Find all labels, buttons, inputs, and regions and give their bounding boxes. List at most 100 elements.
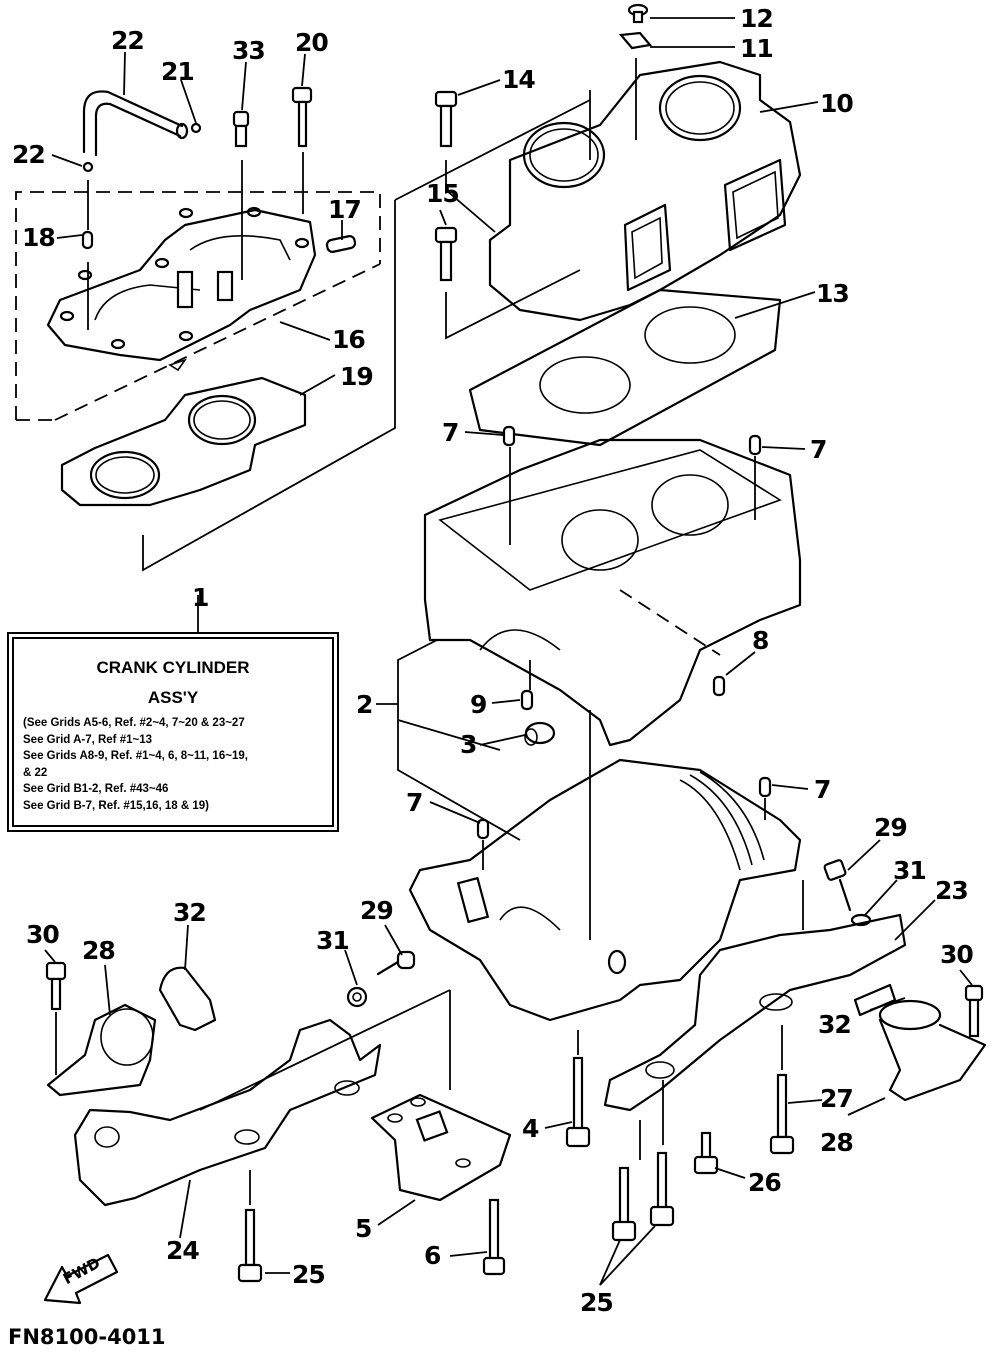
part-7-dowel — [748, 434, 762, 456]
part-33-fitting — [232, 110, 250, 280]
callout-9: 9 — [470, 690, 487, 719]
part-28-mount — [46, 1003, 157, 1097]
part-22-clamp — [190, 122, 202, 134]
grid-reference-line: See Grid B1-2, Ref. #43~46 — [23, 783, 169, 795]
callout-30: 30 — [940, 940, 974, 969]
callout-11: 11 — [740, 34, 774, 63]
callout-15: 15 — [426, 179, 460, 208]
callout-25: 25 — [292, 1260, 326, 1289]
part-21-hose — [82, 90, 184, 157]
part-24-bracket — [73, 1018, 382, 1207]
grid-reference-notes: (See Grids A5-6, Ref. #2~4, 7~20 & 23~27… — [23, 715, 332, 814]
part-22-clamp — [82, 161, 94, 173]
part-2-upper-crankcase — [423, 438, 802, 747]
drawing-code: FN8100-4011 — [8, 1325, 166, 1349]
part-12-screw — [627, 3, 649, 24]
part-19-gasket — [60, 376, 307, 507]
part-28-mount — [878, 999, 987, 1102]
callout-27: 27 — [820, 1084, 854, 1113]
callout-7: 7 — [810, 435, 827, 464]
callout-31: 31 — [893, 856, 927, 885]
callout-7: 7 — [406, 788, 423, 817]
grid-reference-line: See Grids A8-9, Ref. #1~4, 6, 8~11, 16~1… — [23, 750, 248, 762]
callout-21: 22 — [111, 26, 145, 55]
lower-crankcase — [408, 758, 802, 1022]
part-4-bolt — [565, 1030, 591, 1148]
callout-18: 18 — [22, 223, 56, 252]
callout-8: 8 — [752, 626, 769, 655]
grid-reference-line: (See Grids A5-6, Ref. #2~4, 7~20 & 23~27 — [23, 717, 245, 729]
gasket-group-bracket — [142, 99, 591, 572]
callout-29: 29 — [360, 896, 394, 925]
callout-13: 13 — [816, 279, 850, 308]
callout-6: 6 — [424, 1241, 441, 1270]
part-31-washer — [346, 986, 368, 1008]
part-13-gasket — [468, 288, 782, 447]
part-7-dowel — [758, 776, 772, 798]
part-32-plate — [158, 966, 217, 1032]
part-25-bolt — [649, 1151, 675, 1227]
callout-24: 24 — [166, 1236, 200, 1265]
callout-3: 3 — [460, 730, 477, 759]
callout-1: 1 — [192, 583, 209, 612]
callout-26: 26 — [748, 1168, 782, 1197]
callout-4: 4 — [522, 1114, 539, 1143]
callout-10: 10 — [820, 89, 854, 118]
part-7-dowel — [502, 425, 516, 447]
part-11-clip — [618, 31, 653, 140]
part-5-mount — [370, 1093, 512, 1202]
part-6-bolt — [482, 1198, 506, 1276]
callout-33: 33 — [232, 36, 266, 65]
assembly-info-box: CRANK CYLINDER ASS'Y (See Grids A5-6, Re… — [7, 632, 339, 832]
part-25-bolt — [611, 1166, 637, 1242]
callout-20: 20 — [295, 28, 329, 57]
part-10-cylinder — [488, 60, 802, 322]
part-26-bolt — [693, 1131, 719, 1175]
part-15-bolt — [434, 226, 581, 340]
callout-16: 16 — [332, 325, 366, 354]
forward-arrow-icon — [43, 1253, 119, 1305]
callout-25: 25 — [580, 1288, 614, 1317]
callout-7: 7 — [442, 418, 459, 447]
callout-28: 28 — [82, 936, 116, 965]
part-27-bolt — [769, 1025, 795, 1155]
part-30-bolt — [964, 984, 984, 1038]
callout-30: 30 — [26, 920, 60, 949]
part-18-pin — [81, 230, 94, 250]
part-7-dowel — [476, 818, 490, 840]
part-29-bolt — [823, 859, 852, 912]
grid-reference-line: & 22 — [23, 766, 48, 779]
callout-7: 7 — [814, 775, 831, 804]
callout-12: 12 — [740, 4, 774, 33]
callout-31: 31 — [316, 926, 350, 955]
callout-17: 17 — [328, 195, 362, 224]
part-30-bolt — [45, 961, 67, 1075]
callout-22: 22 — [12, 140, 46, 169]
part-16-cover — [46, 206, 317, 372]
callout-2: 2 — [356, 690, 373, 719]
part-32-plate — [853, 983, 897, 1017]
callout-32: 32 — [173, 898, 207, 927]
part-9-dowel — [520, 689, 534, 711]
callout-19: 19 — [340, 362, 374, 391]
part-3-bearing — [524, 721, 556, 746]
assembly-title: CRANK CYLINDER — [96, 658, 250, 677]
callout-14: 14 — [502, 65, 536, 94]
callout-23: 23 — [935, 876, 969, 905]
part-17-pipe — [325, 235, 357, 253]
part-23-bracket — [603, 880, 907, 1160]
part-8-dowel — [712, 675, 726, 697]
callout-29: 29 — [874, 813, 908, 842]
callout-28: 28 — [820, 1128, 854, 1157]
grid-reference-line: See Grid A-7, Ref #1~13 — [23, 733, 153, 746]
callout-22: 21 — [161, 57, 195, 86]
part-29-bolt — [376, 950, 416, 976]
callout-32: 32 — [818, 1010, 852, 1039]
callout-5: 5 — [355, 1214, 372, 1243]
part-25-bolt — [237, 1170, 263, 1283]
part-14-bolt — [434, 90, 496, 233]
grid-reference-line: See Grid B-7, Ref. #15,16, 18 & 19) — [23, 799, 210, 812]
assembly-subtitle: ASS'Y — [147, 688, 199, 707]
cover-group-dashed-box — [15, 191, 381, 421]
